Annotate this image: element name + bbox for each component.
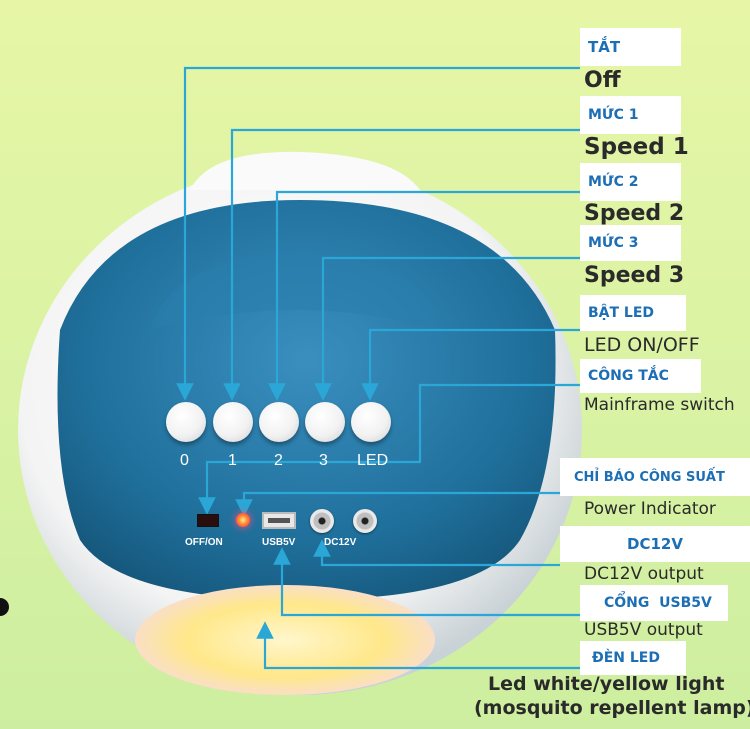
callout-speed2-vi: MỨC 2 <box>580 163 681 201</box>
callout-switch-en: Mainframe switch <box>584 395 735 415</box>
line-led-lamp <box>265 630 580 668</box>
line-speed1 <box>232 130 580 392</box>
callout-power-vi: CHỈ BÁO CÔNG SUẤT <box>560 458 750 496</box>
callout-speed1-vi: MỨC 1 <box>580 96 681 134</box>
line-off <box>185 68 580 392</box>
callout-ledlamp-en2: (mosquito repellent lamp) <box>474 697 750 719</box>
callout-off-en: Off <box>584 68 621 93</box>
button-3 <box>305 402 345 442</box>
callout-usb5v-vi: CỔNG USB5V <box>580 585 728 621</box>
dc12v-jack <box>310 509 334 533</box>
line-speed3 <box>323 258 580 392</box>
button-label-2: 2 <box>274 452 283 470</box>
usb-label: USB5V <box>262 537 295 548</box>
dc12v-label: DC12V <box>324 537 356 548</box>
aux-jack <box>353 509 377 533</box>
callout-off-vi: TẮT <box>580 28 681 66</box>
power-switch <box>197 514 219 527</box>
button-label-0: 0 <box>180 452 189 470</box>
button-label-3: 3 <box>319 452 328 470</box>
usb-port <box>262 512 296 529</box>
power-indicator-light <box>236 513 250 527</box>
callout-dc12v-vi: DC12V <box>560 526 750 562</box>
callout-speed3-vi: MỨC 3 <box>580 225 681 261</box>
line-led <box>370 330 580 392</box>
line-power-indicator <box>244 493 560 508</box>
callout-led-vi: BẬT LED <box>580 295 686 331</box>
button-label-led: LED <box>357 452 388 470</box>
button-0 <box>166 402 206 442</box>
button-2 <box>259 402 299 442</box>
callout-led-en: LED ON/OFF <box>584 334 700 356</box>
callout-speed3-en: Speed 3 <box>584 263 684 288</box>
line-switch <box>207 385 580 506</box>
callout-ledlamp-en: Led white/yellow light <box>488 673 724 695</box>
callout-switch-vi: CÔNG TẮC <box>580 359 701 393</box>
line-dc12v <box>322 548 560 565</box>
callout-power-en: Power Indicator <box>584 499 716 519</box>
switch-label: OFF/ON <box>185 537 223 548</box>
button-label-1: 1 <box>228 452 237 470</box>
button-1 <box>213 402 253 442</box>
button-led <box>351 402 391 442</box>
callout-ledlamp-vi: ĐÈN LED <box>580 641 686 675</box>
callout-speed1-en: Speed 1 <box>584 134 689 160</box>
callout-dc12v-en: DC12V output <box>584 564 704 584</box>
callout-usb5v-en: USB5V output <box>584 620 703 640</box>
callout-speed2-en: Speed 2 <box>584 201 684 226</box>
